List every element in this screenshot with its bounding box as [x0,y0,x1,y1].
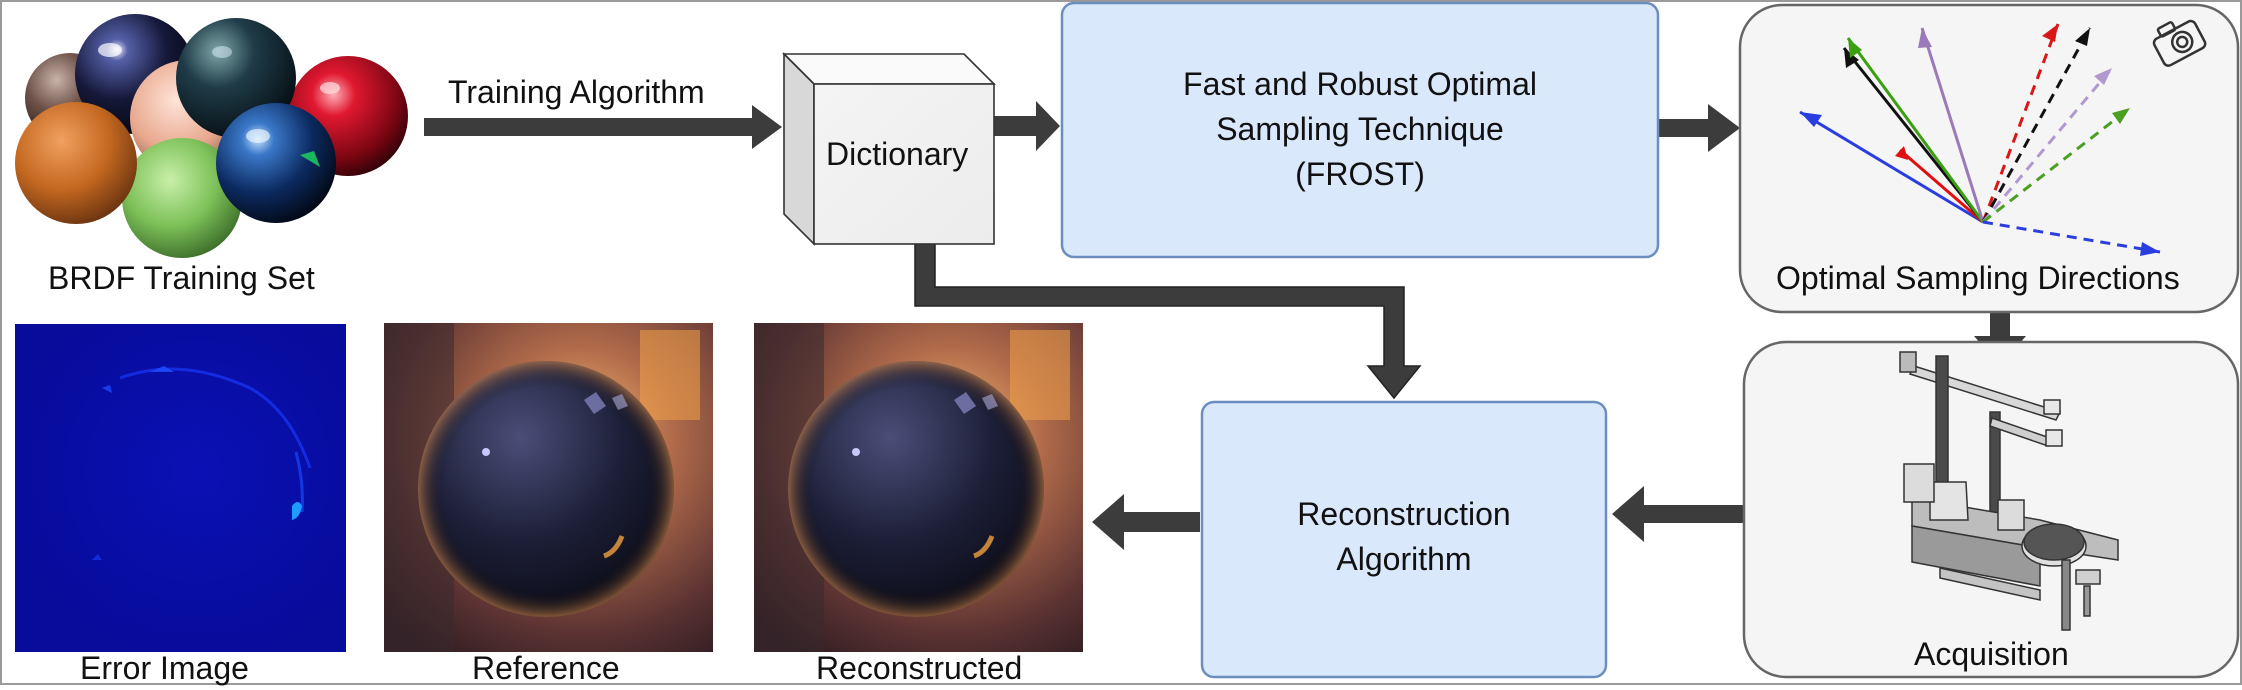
error-image [15,324,346,652]
error-image-label: Error Image [80,650,249,686]
arrow-frost-to-directions [1658,104,1740,152]
training-algorithm-label: Training Algorithm [448,74,705,110]
training-set-label: BRDF Training Set [48,260,315,296]
acquisition-label: Acquisition [1914,636,2069,672]
reconstruction-box [1200,400,1608,679]
frost-label: Fast and Robust Optimal Sampling Techniq… [1062,62,1658,197]
material-sphere-icon [122,138,242,258]
arrow-training-to-dictionary [424,105,782,149]
arrow-acquisition-to-reconstruction [1612,486,1744,542]
brdf-sphere-cluster [15,14,408,258]
optimal-directions-panel [1738,3,2240,314]
arrow-group [424,101,2026,550]
solid-direction-purple [1920,27,1985,223]
direction-vectors [1799,23,2161,254]
solid-direction-blue [1799,110,1984,224]
solid-direction-green [1846,37,1985,223]
reconstructed-label: Reconstructed [816,650,1023,686]
reconstruction-label-line2: Algorithm [1336,541,1472,577]
material-sphere-icon [15,102,137,224]
camera-icon [2152,19,2207,67]
dashed-direction-black [1981,27,2092,223]
reconstruction-label: Reconstruction Algorithm [1202,492,1606,582]
frost-label-line1: Fast and Robust Optimal [1183,66,1537,102]
acquisition-gantry-icon [1899,351,2119,631]
reconstruction-label-line1: Reconstruction [1297,496,1511,532]
direction-arrowheads [1800,24,2160,256]
material-sphere-icon [216,103,336,223]
reference-label: Reference [472,650,620,686]
arrow-directions-to-acquisition [1974,313,2026,366]
frost-label-line2: Sampling Technique [1216,111,1504,147]
arrow-reconstruction-to-output [1092,494,1200,550]
solid-direction-red [1899,148,1984,224]
frost-box [1060,1,1660,259]
dashed-direction-green [1982,106,2131,224]
optimal-directions-label: Optimal Sampling Directions [1776,260,2180,296]
solid-direction-black [1842,47,1985,223]
arrow-dictionary-to-frost [994,101,1060,151]
dashed-direction-blue [1982,220,2161,254]
reference-image [384,323,713,652]
dictionary-label: Dictionary [826,136,969,172]
dictionary-cube [782,52,996,246]
dashed-direction-red [1981,23,2060,223]
frost-label-line3: (FROST) [1295,156,1425,192]
reconstructed-image [754,323,1083,652]
